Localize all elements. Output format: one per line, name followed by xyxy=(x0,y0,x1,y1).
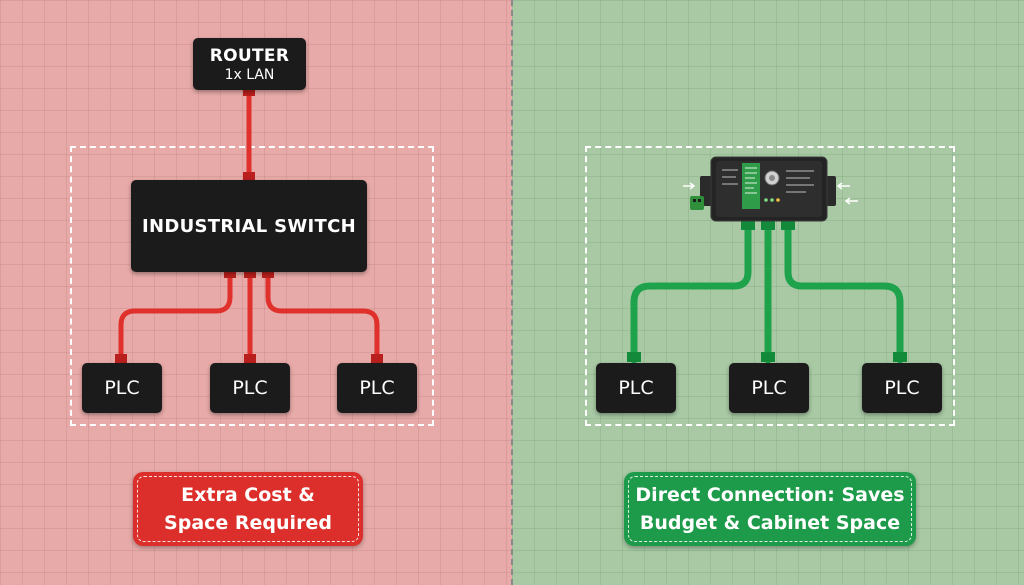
right-plc-3: PLC xyxy=(862,363,942,413)
device-to-plc1-cable xyxy=(630,220,752,364)
switch-label: INDUSTRIAL SWITCH xyxy=(142,215,356,237)
router-title: ROUTER xyxy=(209,45,290,66)
callout-line-2: Space Required xyxy=(164,512,332,534)
left-plc-3: PLC xyxy=(337,363,417,413)
left-cabinet-outline xyxy=(70,146,434,426)
plc-label: PLC xyxy=(618,377,654,399)
right-plc-1: PLC xyxy=(596,363,676,413)
callout-line-1: Extra Cost & xyxy=(181,484,315,506)
industrial-switch-box: INDUSTRIAL SWITCH xyxy=(131,180,367,272)
left-plc-1: PLC xyxy=(82,363,162,413)
right-cabinet-outline xyxy=(585,146,955,426)
extra-cost-callout: Extra Cost & Space Required xyxy=(133,472,363,546)
switch-to-plc1-cable xyxy=(118,269,233,365)
right-panel xyxy=(512,0,1024,585)
callout-line-1: Direct Connection: Saves xyxy=(635,484,905,506)
switch-to-plc3-cable xyxy=(265,269,380,365)
plc-label: PLC xyxy=(359,377,395,399)
center-divider xyxy=(511,0,513,585)
plc-label: PLC xyxy=(751,377,787,399)
plc-label: PLC xyxy=(884,377,920,399)
callout-line-2: Budget & Cabinet Space xyxy=(639,512,901,534)
router-ports: 1x LAN xyxy=(224,66,275,83)
right-connectors xyxy=(627,220,907,362)
left-panel xyxy=(0,0,512,585)
direct-connection-callout: Direct Connection: Saves Budget & Cabine… xyxy=(624,472,916,546)
device-to-plc3-cable xyxy=(784,220,904,364)
plc-label: PLC xyxy=(232,377,268,399)
left-connectors xyxy=(115,90,383,363)
left-plc-2: PLC xyxy=(210,363,290,413)
right-plc-2: PLC xyxy=(729,363,809,413)
router-box: ROUTER 1x LAN xyxy=(193,38,306,90)
plc-label: PLC xyxy=(104,377,140,399)
